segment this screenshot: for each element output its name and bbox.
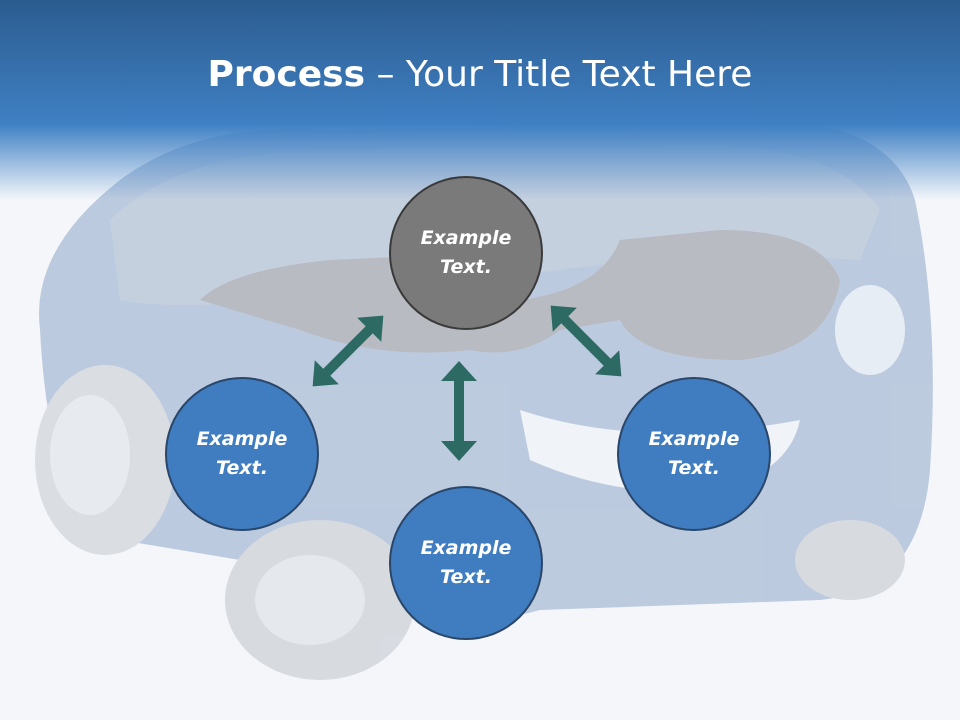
title-rest-part: – Your Title Text Here: [365, 54, 753, 95]
arrow-top-left: [312, 315, 384, 387]
slide-title: Process – Your Title Text Here: [0, 50, 960, 100]
arrow-vertical: [441, 361, 477, 461]
node-top-label: Example Text.: [420, 227, 512, 278]
title-band: [0, 0, 960, 200]
arrow-top-right: [550, 305, 622, 377]
process-node-top: Example Text.: [389, 176, 543, 330]
node-right-label: Example Text.: [648, 428, 740, 479]
title-bold-part: Process: [207, 54, 366, 95]
process-node-right: Example Text.: [617, 377, 771, 531]
node-bottom-label: Example Text.: [420, 537, 512, 588]
process-node-bottom: Example Text.: [389, 486, 543, 640]
node-left-label: Example Text.: [196, 428, 288, 479]
process-node-left: Example Text.: [165, 377, 319, 531]
